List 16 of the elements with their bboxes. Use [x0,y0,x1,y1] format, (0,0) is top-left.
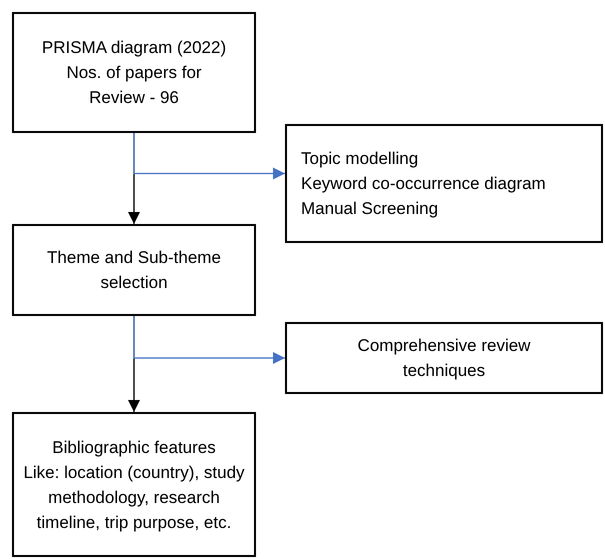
process-box [12,12,256,133]
box-text: Nos. of papers for Review - 96 [65,62,203,109]
arrow [133,133,285,180]
box-text: Topic modelling [301,148,420,170]
box-text: Theme and Sub-theme selection [46,247,222,294]
process-box [12,224,256,316]
process-box [12,412,256,557]
box-text: Comprehensive review techniques [356,335,532,382]
box-text: PRISMA diagram (2022) [40,37,228,59]
box-text: Manual Screening [301,198,440,220]
box-text: Keyword co-occurrence diagram [301,173,547,195]
process-box [285,124,603,243]
process-box [285,322,603,394]
box-text: Like: location (country), study methodology, research timeline, trip purpose, etc. [22,462,246,534]
arrow [133,316,285,364]
box-text: Bibliographic features [51,436,217,458]
